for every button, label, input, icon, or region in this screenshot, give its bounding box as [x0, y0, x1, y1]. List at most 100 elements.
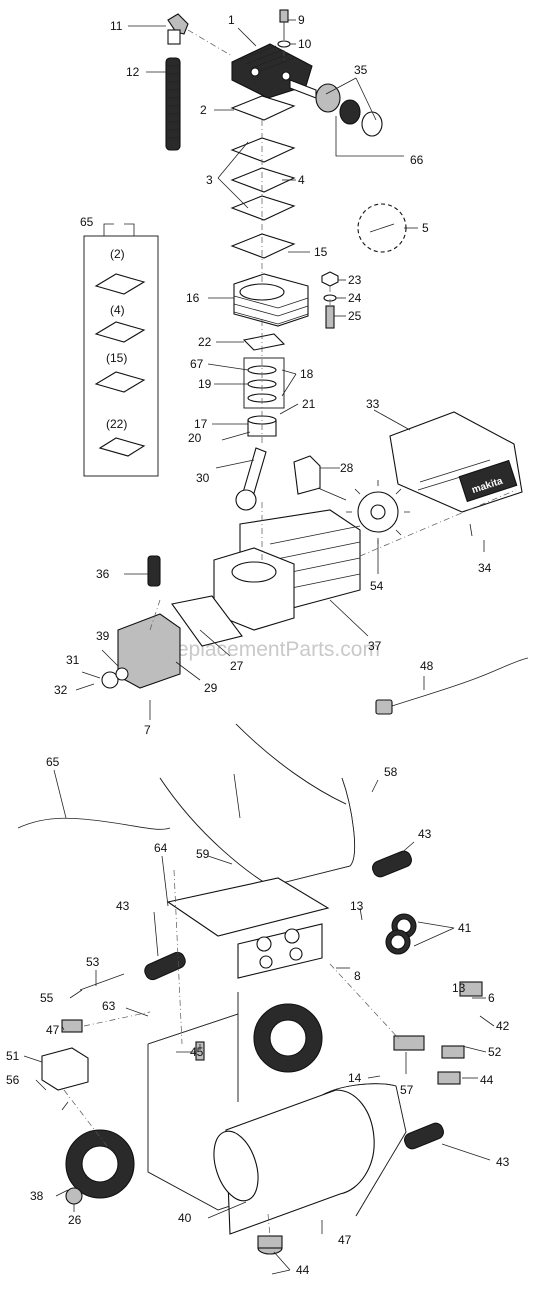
callout-32: 32 — [54, 683, 68, 697]
part-reed-valve-detail — [357, 203, 407, 253]
callout-40: 40 — [178, 1211, 192, 1225]
callout-59: 63 — [102, 999, 116, 1013]
callout-57: 58 — [384, 765, 398, 779]
part-drain-valve — [195, 1041, 205, 1061]
callout-19: 19 — [198, 377, 212, 391]
part-flexible-tube — [165, 57, 181, 151]
callout-4: 4 — [298, 173, 305, 187]
leader-lines — [23, 19, 495, 1275]
callout-43: 43 — [418, 827, 432, 841]
part-air-filter-rod — [79, 973, 125, 991]
kit-item-label: (22) — [106, 417, 127, 431]
callout-8: 8 — [354, 969, 361, 983]
callout-34: 34 — [478, 561, 492, 575]
kit-item-label: (15) — [106, 351, 127, 365]
part-elbow-fitting — [167, 13, 189, 45]
callout-28: 28 — [340, 461, 354, 475]
callout-46: 45 — [190, 1045, 204, 1059]
callout-43c: 43 — [496, 1155, 510, 1169]
callout-1: 1 — [228, 13, 235, 27]
assembly-center-lines — [63, 29, 517, 1237]
callout-55: 56 — [6, 1073, 20, 1087]
part-crank-shaft-bearing — [289, 79, 383, 137]
callout-63: 67 — [190, 357, 204, 371]
callout-56: 57 — [400, 1083, 414, 1097]
callout-14: 14 — [348, 1071, 362, 1085]
part-tank — [213, 1089, 375, 1235]
callout-58: 59 — [196, 847, 210, 861]
callout-2: 2 — [200, 103, 207, 117]
callout-36: 36 — [96, 567, 110, 581]
callout-31: 31 — [66, 653, 80, 667]
callout-48: 47 — [46, 1023, 60, 1037]
part-control-panel — [166, 877, 330, 979]
callout-9: 9 — [298, 13, 305, 27]
callout-53: 54 — [370, 579, 384, 593]
callout-21: 21 — [302, 397, 316, 411]
callout-22: 22 — [198, 335, 212, 349]
watermark-text: eReplacementParts.com — [150, 638, 380, 661]
callout-5: 5 — [422, 221, 429, 235]
callout-35: 35 — [354, 63, 368, 77]
callout-24: 24 — [348, 291, 362, 305]
part-piston-rings — [242, 333, 286, 409]
part-fan-cover: makita — [389, 411, 523, 513]
kit-item-label: (2) — [110, 247, 125, 261]
callout-11: 11 — [110, 19, 123, 33]
callout-3: 3 — [206, 173, 213, 187]
part-gaskets-plates — [230, 95, 296, 259]
callout-23: 23 — [348, 273, 362, 287]
part-pressure-switch — [41, 1047, 89, 1091]
callout-47: 47 — [338, 1233, 352, 1247]
callout-37: 37 — [368, 639, 382, 653]
part-cylinder — [233, 273, 309, 327]
callout-numbers: 11 1 9 10 12 35 2 66 3 4 5 15 23 16 24 2… — [6, 13, 510, 1277]
callout-51: 52 — [488, 1045, 502, 1059]
callout-7: 7 — [144, 723, 151, 737]
callout-52: 53 — [86, 955, 100, 969]
part-hose-line — [17, 817, 171, 830]
callout-45: 44 — [480, 1073, 494, 1087]
part-crank-weight — [293, 455, 347, 501]
callout-30: 30 — [196, 471, 210, 485]
part-head-bolt — [277, 9, 291, 48]
part-connecting-rod — [235, 447, 267, 511]
callout-27: 27 — [230, 659, 244, 673]
callout-33: 33 — [366, 397, 380, 411]
callout-16: 16 — [186, 291, 200, 305]
callout-17: 17 — [194, 417, 208, 431]
part-gasket-plate — [171, 595, 243, 647]
callout-26: 26 — [68, 1213, 82, 1227]
kit-65-box: (2) (4) (15) (22) 65 — [80, 215, 159, 477]
callout-62: 66 — [410, 153, 424, 167]
callout-12: 12 — [126, 65, 140, 79]
part-grips — [144, 850, 444, 1150]
callout-10: 10 — [298, 37, 312, 51]
callout-6: 6 — [488, 991, 495, 1005]
callout-29: 29 — [204, 681, 218, 695]
callout-60: 64 — [154, 841, 168, 855]
part-wheels — [65, 1003, 323, 1205]
callout-25: 25 — [348, 309, 362, 323]
callout-20: 20 — [188, 431, 202, 445]
callout-50: 51 — [6, 1049, 20, 1063]
callout-44: 44 — [296, 1263, 310, 1277]
kit-item-label: (4) — [110, 303, 125, 317]
part-power-cord — [375, 657, 529, 715]
callout-61: 65 — [46, 755, 60, 769]
part-gauges — [385, 913, 417, 955]
callout-42: 42 — [496, 1019, 510, 1033]
part-piston — [221, 415, 277, 441]
callout-54: 55 — [40, 991, 54, 1005]
callout-13b: 13 — [452, 981, 466, 995]
kit-65-label: 65 — [80, 215, 94, 229]
callout-13a: 13 — [350, 899, 364, 913]
part-handle — [159, 723, 355, 887]
callout-41: 41 — [458, 921, 472, 935]
part-motor — [213, 509, 361, 631]
part-manifold-fittings — [61, 981, 483, 1085]
part-end-cover — [101, 555, 181, 689]
callout-38: 38 — [30, 1189, 44, 1203]
callout-49: 48 — [420, 659, 434, 673]
